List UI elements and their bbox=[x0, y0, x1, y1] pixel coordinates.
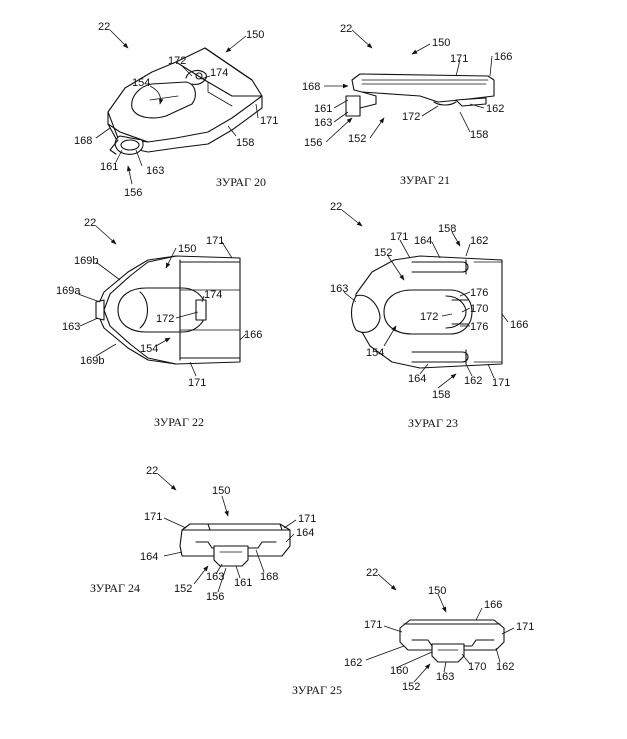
fig20-ref-161: 161 bbox=[100, 161, 118, 173]
fig23-ref-164a: 164 bbox=[414, 235, 432, 247]
fig22-ref-171a: 171 bbox=[206, 235, 224, 247]
fig25-ref-22: 22 bbox=[366, 567, 378, 579]
fig24-ref-171b: 171 bbox=[298, 513, 316, 525]
fig25-ref-166: 166 bbox=[484, 599, 502, 611]
fig24-ref-163: 163 bbox=[206, 571, 224, 583]
fig21-ref-152: 152 bbox=[348, 133, 366, 145]
fig24-ref-152: 152 bbox=[174, 583, 192, 595]
fig22-ref-169a: 169a bbox=[56, 285, 81, 297]
fig25-ref-162a: 162 bbox=[344, 657, 362, 669]
fig21-ref-150: 150 bbox=[432, 37, 450, 49]
fig20-ref-171: 171 bbox=[260, 115, 278, 127]
figure-25-drawing bbox=[400, 620, 504, 662]
fig20-ref-168: 168 bbox=[74, 135, 92, 147]
fig25-ref-171a: 171 bbox=[364, 619, 382, 631]
figure-25-caption: ЗУРАГ 25 bbox=[292, 683, 342, 697]
fig21-ref-22: 22 bbox=[340, 23, 352, 35]
fig22-ref-166: 166 bbox=[244, 329, 262, 341]
fig21-ref-166: 166 bbox=[494, 51, 512, 63]
fig25-ref-160: 160 bbox=[390, 665, 408, 677]
fig22-ref-22: 22 bbox=[84, 217, 96, 229]
fig24-ref-164b: 164 bbox=[296, 527, 314, 539]
figure-23-caption: ЗУРАГ 23 bbox=[408, 416, 458, 430]
fig20-ref-174: 174 bbox=[210, 67, 228, 79]
fig23-ref-158a: 158 bbox=[438, 223, 456, 235]
fig22-ref-154: 154 bbox=[140, 343, 158, 355]
fig20-ref-156: 156 bbox=[124, 187, 142, 199]
fig23-ref-163: 163 bbox=[330, 283, 348, 295]
fig21-ref-162: 162 bbox=[486, 103, 504, 115]
fig23-ref-154: 154 bbox=[366, 347, 384, 359]
fig20-ref-163: 163 bbox=[146, 165, 164, 177]
fig21-ref-156: 156 bbox=[304, 137, 322, 149]
figure-24-drawing bbox=[180, 524, 290, 566]
fig21-ref-161: 161 bbox=[314, 103, 332, 115]
fig21-ref-171: 171 bbox=[450, 53, 468, 65]
fig20-ref-172: 172 bbox=[168, 55, 186, 67]
fig21-ref-172: 172 bbox=[402, 111, 420, 123]
figure-21-drawing bbox=[346, 74, 494, 116]
fig25-ref-171b: 171 bbox=[516, 621, 534, 633]
fig25-ref-152: 152 bbox=[402, 681, 420, 693]
fig25-ref-163: 163 bbox=[436, 671, 454, 683]
fig25-ref-170: 170 bbox=[468, 661, 486, 673]
figure-21-caption: ЗУРАГ 21 bbox=[400, 173, 450, 187]
fig23-ref-171a: 171 bbox=[390, 231, 408, 243]
fig23-ref-172: 172 bbox=[420, 311, 438, 323]
figure-24-caption: ЗУРАГ 24 bbox=[90, 581, 140, 595]
figure-24: 22 150 171 171 164 164 163 161 168 152 1… bbox=[90, 465, 316, 603]
fig22-ref-169b-top: 169b bbox=[74, 255, 98, 267]
fig22-ref-150: 150 bbox=[178, 243, 196, 255]
fig23-ref-152: 152 bbox=[374, 247, 392, 259]
fig21-ref-163: 163 bbox=[314, 117, 332, 129]
fig22-ref-171b: 171 bbox=[188, 377, 206, 389]
figure-21: 22 150 171 166 168 161 163 156 152 172 1… bbox=[302, 23, 512, 187]
figure-20-caption: ЗУРАГ 20 bbox=[216, 175, 266, 189]
figure-25: 22 150 166 171 171 162 160 170 162 163 1… bbox=[292, 567, 534, 697]
fig25-ref-150: 150 bbox=[428, 585, 446, 597]
fig23-ref-164b: 164 bbox=[408, 373, 426, 385]
figure-23: 22 158 171 164 162 152 163 176 170 172 1… bbox=[330, 201, 528, 430]
fig23-ref-176b: 176 bbox=[470, 321, 488, 333]
fig20-ref-22: 22 bbox=[98, 21, 110, 33]
fig21-ref-168: 168 bbox=[302, 81, 320, 93]
fig24-ref-168: 168 bbox=[260, 571, 278, 583]
fig24-ref-150: 150 bbox=[212, 485, 230, 497]
fig23-ref-162b: 162 bbox=[464, 375, 482, 387]
fig23-ref-171b: 171 bbox=[492, 377, 510, 389]
fig23-ref-158b: 158 bbox=[432, 389, 450, 401]
fig24-ref-171a: 171 bbox=[144, 511, 162, 523]
fig24-ref-22: 22 bbox=[146, 465, 158, 477]
figure-22: 22 171 169b 150 169a 174 163 172 166 154… bbox=[56, 217, 262, 429]
fig23-ref-170: 170 bbox=[470, 303, 488, 315]
fig24-ref-161: 161 bbox=[234, 577, 252, 589]
fig20-ref-154: 154 bbox=[132, 77, 150, 89]
fig24-ref-156: 156 bbox=[206, 591, 224, 603]
fig20-ref-150: 150 bbox=[246, 29, 264, 41]
fig25-ref-162b: 162 bbox=[496, 661, 514, 673]
fig23-ref-162a: 162 bbox=[470, 235, 488, 247]
fig24-ref-164a: 164 bbox=[140, 551, 158, 563]
fig23-ref-22: 22 bbox=[330, 201, 342, 213]
figure-20: 22 150 172 174 154 168 158 171 161 163 1… bbox=[74, 21, 278, 199]
fig23-ref-166: 166 bbox=[510, 319, 528, 331]
fig22-ref-174: 174 bbox=[204, 289, 222, 301]
figure-22-caption: ЗУРАГ 22 bbox=[154, 415, 204, 429]
fig21-ref-158: 158 bbox=[470, 129, 488, 141]
fig22-ref-169b-bottom: 169b bbox=[80, 355, 104, 367]
fig20-ref-158: 158 bbox=[236, 137, 254, 149]
figure-22-drawing bbox=[96, 256, 240, 364]
fig22-ref-163: 163 bbox=[62, 321, 80, 333]
fig23-ref-176a: 176 bbox=[470, 287, 488, 299]
fig22-ref-172: 172 bbox=[156, 313, 174, 325]
